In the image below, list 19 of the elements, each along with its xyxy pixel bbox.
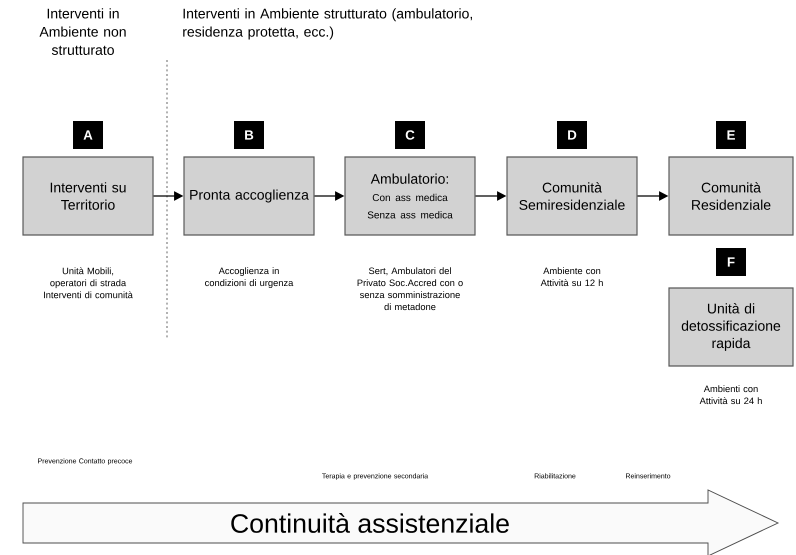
header-text: Interventi in Ambiente non strutturato bbox=[39, 8, 126, 55]
process-box: Interventi su Territorio bbox=[22, 156, 154, 236]
description-text: Ambiente con Attività su 12 h bbox=[540, 267, 603, 286]
letter-badge: D bbox=[557, 121, 587, 149]
process-box: Ambulatorio: Con ass medica Senza ass medica bbox=[344, 156, 476, 236]
letter-badge: A bbox=[73, 121, 103, 149]
process-box: Comunità Semiresidenziale bbox=[506, 156, 638, 236]
description-text: Accoglienza in condizioni di urgenza bbox=[205, 267, 294, 288]
letter-badge: C bbox=[395, 121, 425, 149]
letter-badge: E bbox=[716, 121, 746, 149]
letter-badge: B bbox=[234, 121, 264, 149]
description-text: Ambienti con Attività su 24 h bbox=[700, 385, 762, 404]
letter-badge: F bbox=[716, 248, 746, 276]
process-box: Comunità Residenziale bbox=[668, 156, 794, 236]
header-text: Interventi in Ambiente strutturato (ambulatorio, residenza protetta, ecc.) bbox=[183, 8, 472, 40]
process-box: Unità di detossificazione rapida bbox=[668, 287, 794, 367]
process-box: Pronta accoglienza bbox=[183, 156, 315, 236]
description-text: Unità Mobili, operatori di strada Interventi di comunità bbox=[44, 267, 133, 298]
description-text: Sert, Ambulatori del Privato Soc.Accred con o senza somministrazione di metadone bbox=[358, 267, 463, 310]
